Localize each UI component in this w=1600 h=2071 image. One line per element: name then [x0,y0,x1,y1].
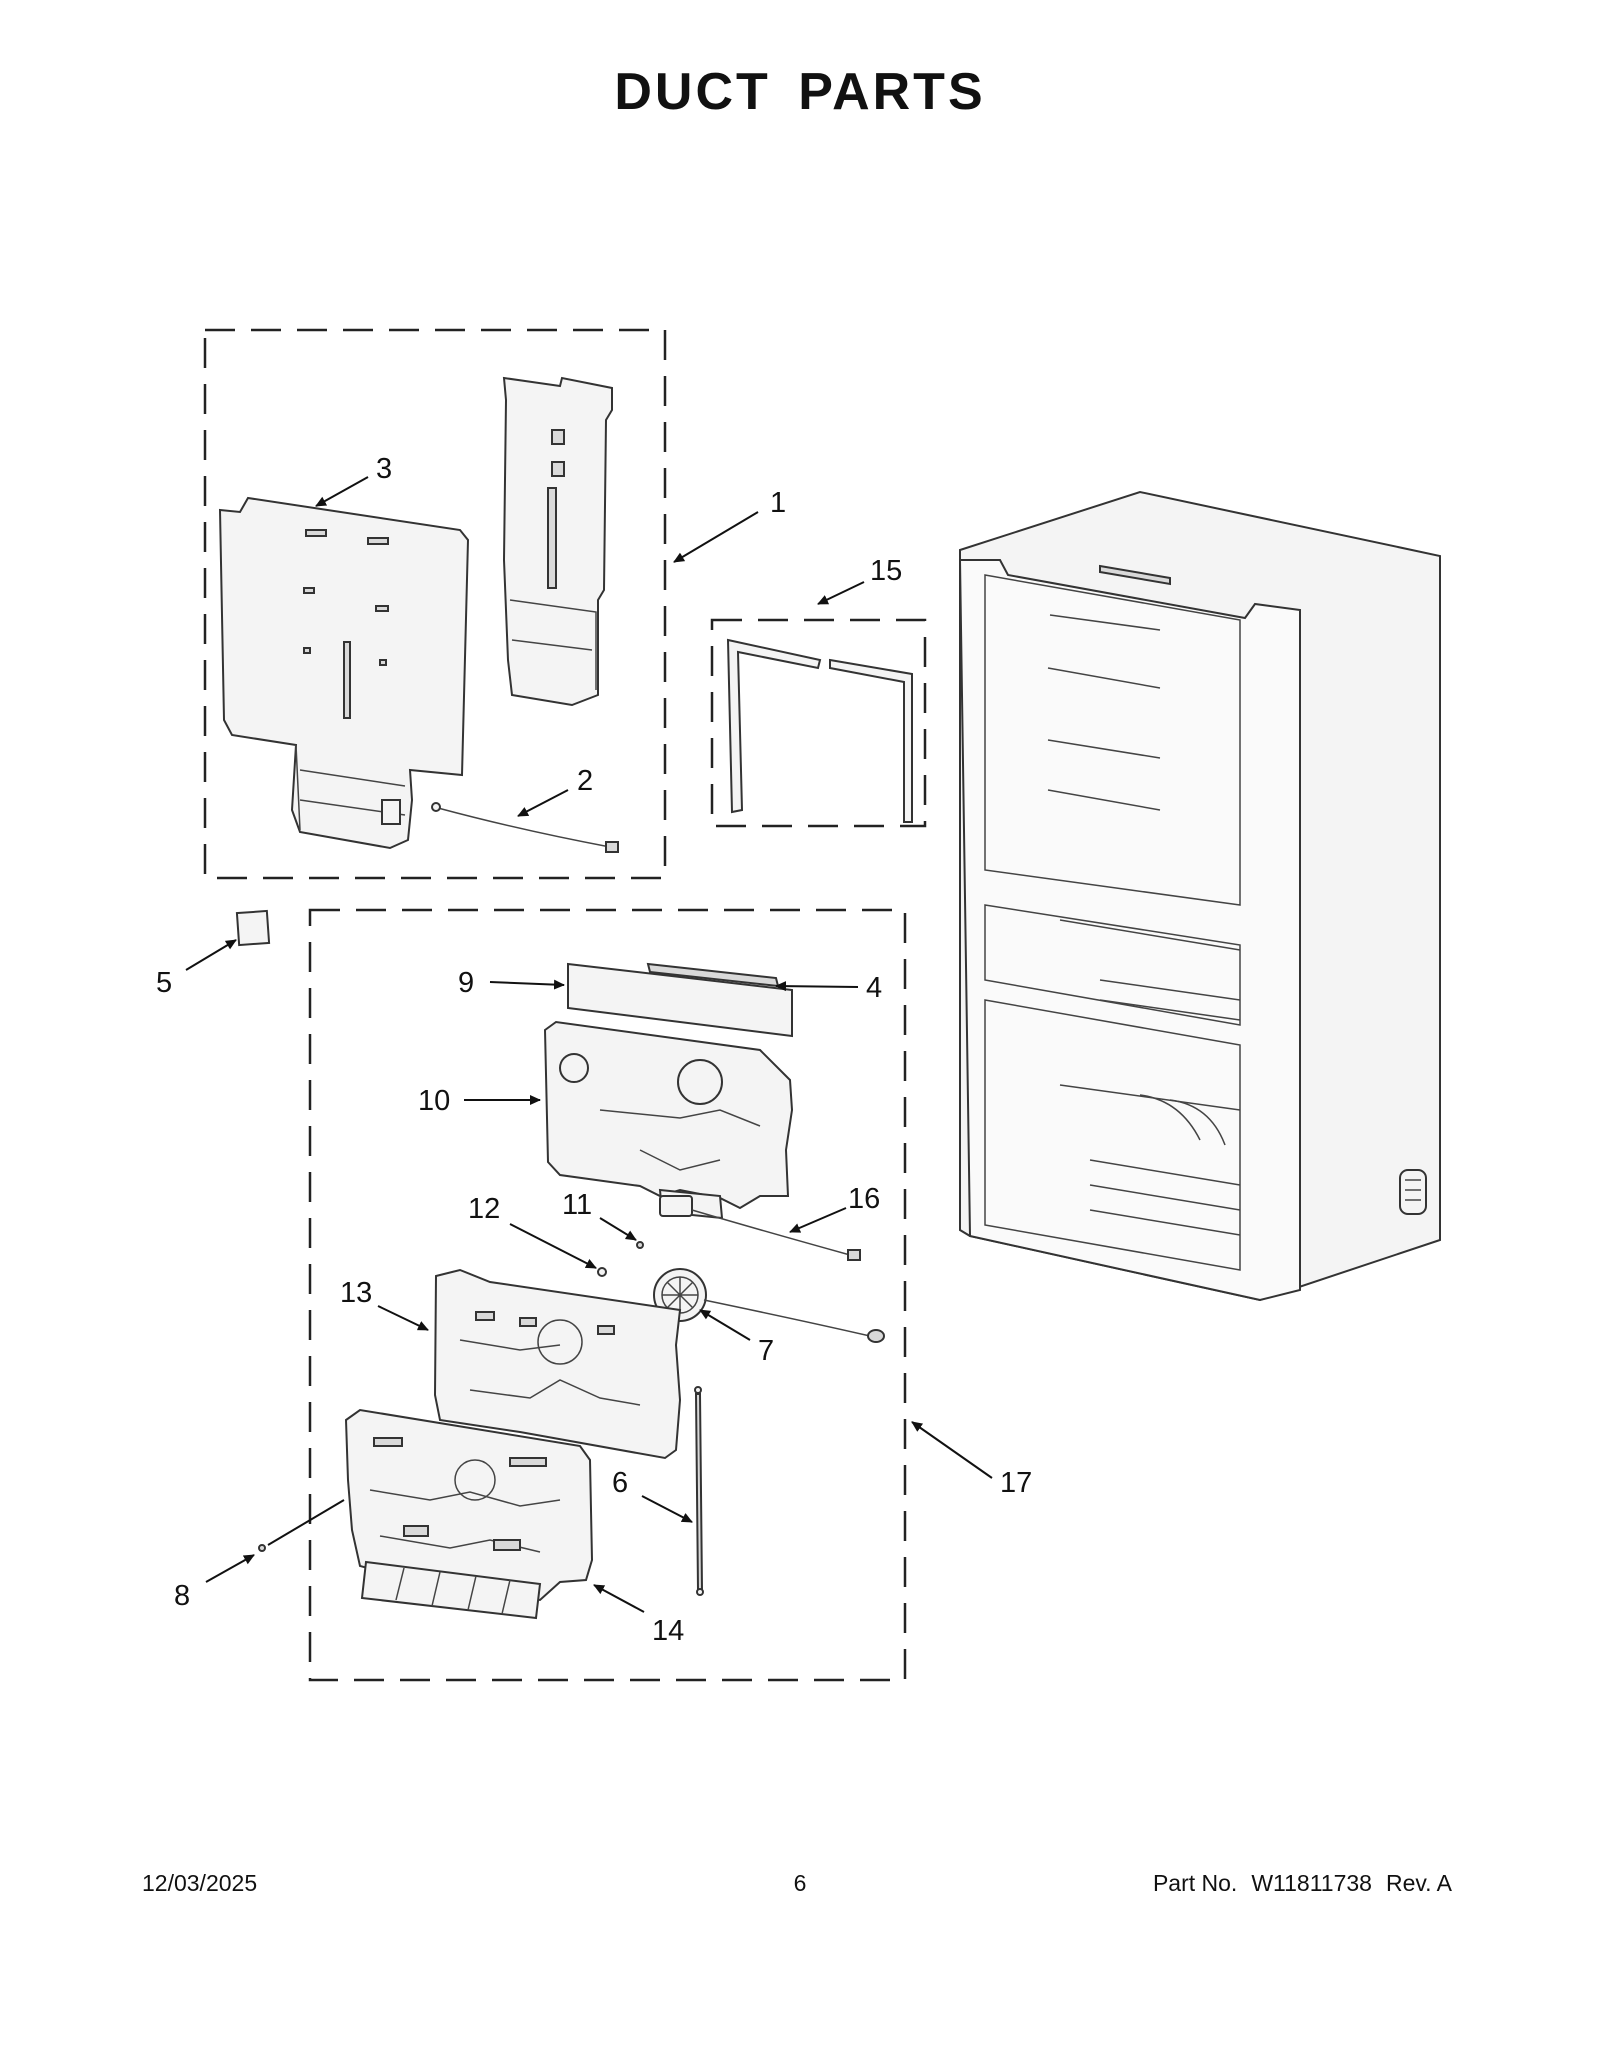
screw-part-12 [597,1267,607,1277]
callout-16: 16 [848,1183,880,1215]
leader-13 [377,1305,429,1331]
leader-4 [775,981,859,992]
callout-9: 9 [458,967,474,999]
callout-2: 2 [577,765,593,797]
callout-4: 4 [866,972,882,1004]
callout-17: 17 [1000,1467,1032,1499]
leader-9 [489,979,565,990]
leader-16 [789,1207,847,1233]
footer-part-value: W11811738 [1251,1870,1372,1896]
assembly-box-15 [710,618,927,828]
callout-3: 3 [376,453,392,485]
foam-strip-part [567,962,793,1038]
leader-8 [205,1554,255,1583]
evaporator-cover-part [344,1408,594,1620]
footer-part-number: Part No. W11811738 Rev. A [1139,1870,1452,1897]
wire-harness-part [431,802,619,853]
footer-part-label: Part No. [1152,1870,1238,1896]
callout-13: 13 [340,1277,372,1309]
duct-cover-panel-part [218,496,470,850]
thermistor-part [659,1195,861,1261]
callout-7: 7 [758,1335,774,1367]
gasket-part [726,638,913,823]
leader-1 [673,511,759,563]
callout-12: 12 [468,1193,500,1225]
vertical-air-duct-part [502,376,613,707]
page-title: DUCT PARTS [614,63,986,121]
clip-part-11 [636,1241,644,1249]
footer-page-number: 6 [793,1870,807,1896]
refrigerator-cabinet-part [958,490,1441,1302]
screw-part-8 [258,1544,266,1552]
footer-revision: Rev. A [1385,1870,1452,1896]
fan-shroud-part [433,1268,682,1460]
leader-3 [315,476,369,507]
leader-8b [267,1499,345,1546]
callout-1: 1 [770,487,786,519]
leader-6 [641,1495,693,1523]
assembly-box-17 [308,908,907,1682]
callout-8: 8 [174,1580,190,1612]
footer-date: 12/03/2025 [142,1870,258,1896]
callout-15: 15 [870,555,902,587]
leader-2 [517,789,569,817]
callout-5: 5 [156,967,172,999]
rod-part [694,1386,704,1596]
fan-housing-part [543,1020,794,1220]
leader-14 [593,1584,645,1613]
callout-11: 11 [562,1189,592,1221]
callout-10: 10 [418,1085,450,1117]
leader-5 [185,939,237,971]
leader-15 [817,581,865,605]
callout-6: 6 [612,1467,628,1499]
callout-14: 14 [652,1615,684,1647]
leader-7 [699,1309,751,1341]
leader-11 [599,1217,637,1241]
fan-motor-part [653,1268,885,1343]
pad-part [235,909,271,947]
leader-17 [911,1421,993,1479]
leader-12 [509,1223,597,1269]
